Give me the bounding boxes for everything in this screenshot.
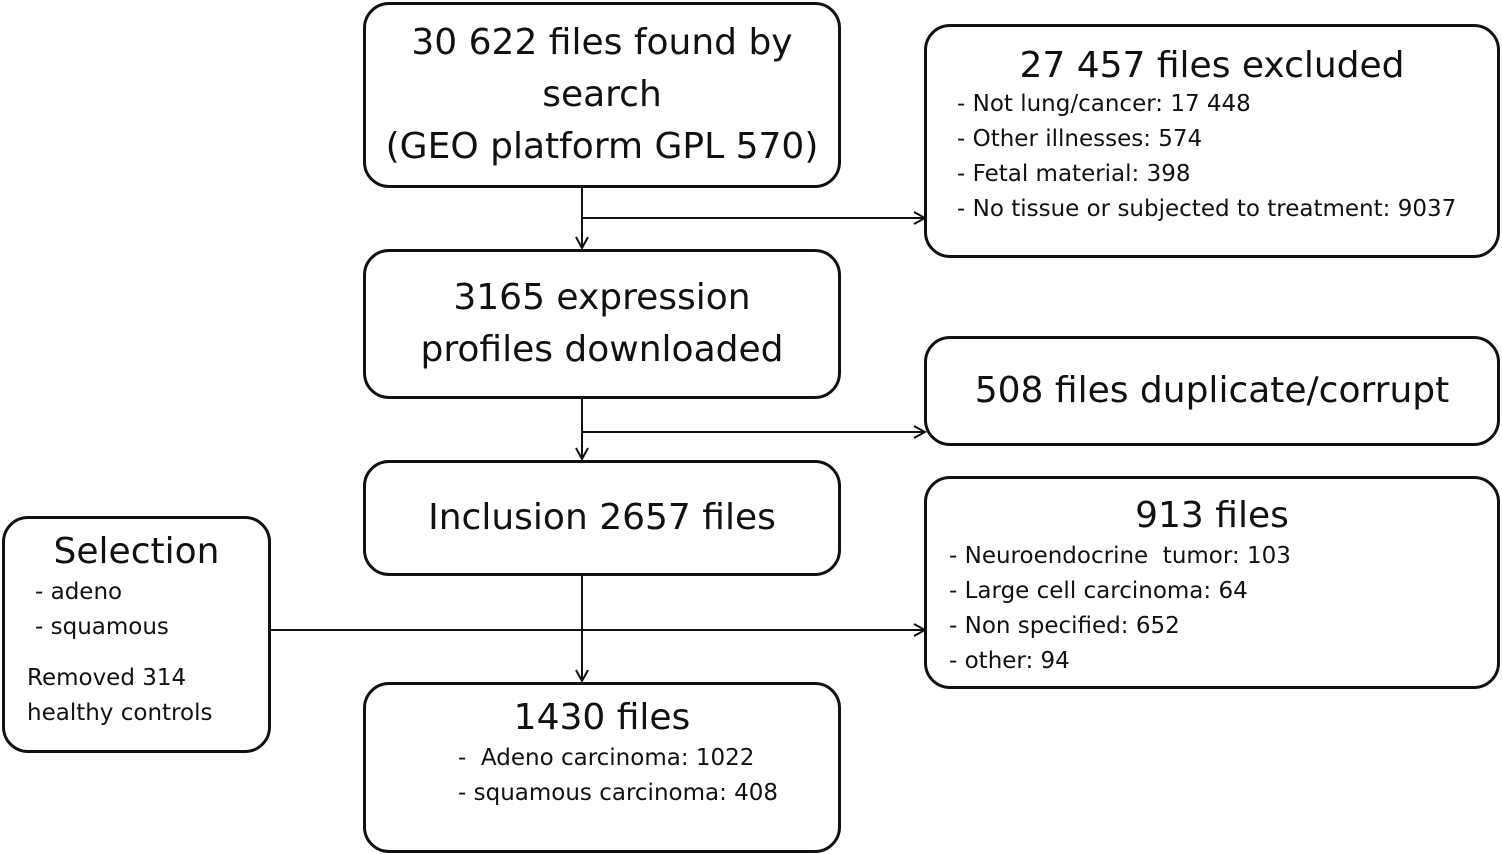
other-types-item-non-specified: - Non specified: 652: [949, 613, 1180, 639]
final-item-adeno: - Adeno carcinoma: 1022: [458, 745, 755, 771]
search-line-2: search: [542, 74, 662, 115]
other-types-item-large-cell: - Large cell carcinoma: 64: [949, 578, 1248, 604]
other-types-box: 913 files - Neuroendocrine tumor: 103 - …: [924, 476, 1500, 689]
excluded-item-not-lung: - Not lung/cancer: 17 448: [957, 91, 1251, 117]
search-results-box: 30 622 files found by search (GEO platfo…: [363, 2, 841, 188]
selection-item-squamous: - squamous: [35, 614, 169, 640]
selection-box: Selection - adeno - squamous Removed 314…: [2, 516, 271, 753]
selection-note-line-2: healthy controls: [27, 700, 213, 726]
other-types-title: 913 files: [1135, 495, 1289, 536]
inclusion-box: Inclusion 2657 files: [363, 460, 841, 576]
selection-item-adeno: - adeno: [35, 579, 123, 605]
final-item-squamous: - squamous carcinoma: 408: [458, 780, 779, 806]
excluded-item-other-illnesses: - Other illnesses: 574: [957, 126, 1203, 152]
excluded-title: 27 457 files excluded: [1019, 45, 1405, 86]
search-line-3: (GEO platform GPL 570): [385, 126, 819, 167]
excluded-box: 27 457 files excluded - Not lung/cancer:…: [924, 24, 1500, 258]
downloaded-line-2: profiles downloaded: [420, 329, 784, 370]
search-line-1: 30 622 files found by: [411, 22, 793, 63]
inclusion-title: Inclusion 2657 files: [428, 497, 776, 538]
selection-title: Selection: [53, 531, 220, 572]
other-types-item-other: - other: 94: [949, 648, 1070, 674]
excluded-item-fetal: - Fetal material: 398: [957, 161, 1191, 187]
excluded-item-no-tissue: - No tissue or subjected to treatment: 9…: [957, 196, 1457, 222]
other-types-item-neuroendocrine: - Neuroendocrine tumor: 103: [949, 543, 1291, 569]
downloaded-line-1: 3165 expression: [453, 277, 751, 318]
downloaded-box: 3165 expression profiles downloaded: [363, 249, 841, 399]
duplicate-box: 508 files duplicate/corrupt: [924, 336, 1500, 446]
duplicate-title: 508 files duplicate/corrupt: [974, 370, 1450, 411]
final-box: 1430 files - Adeno carcinoma: 1022 - squ…: [363, 682, 841, 853]
final-title: 1430 files: [513, 697, 691, 738]
selection-note-line-1: Removed 314: [27, 665, 187, 691]
